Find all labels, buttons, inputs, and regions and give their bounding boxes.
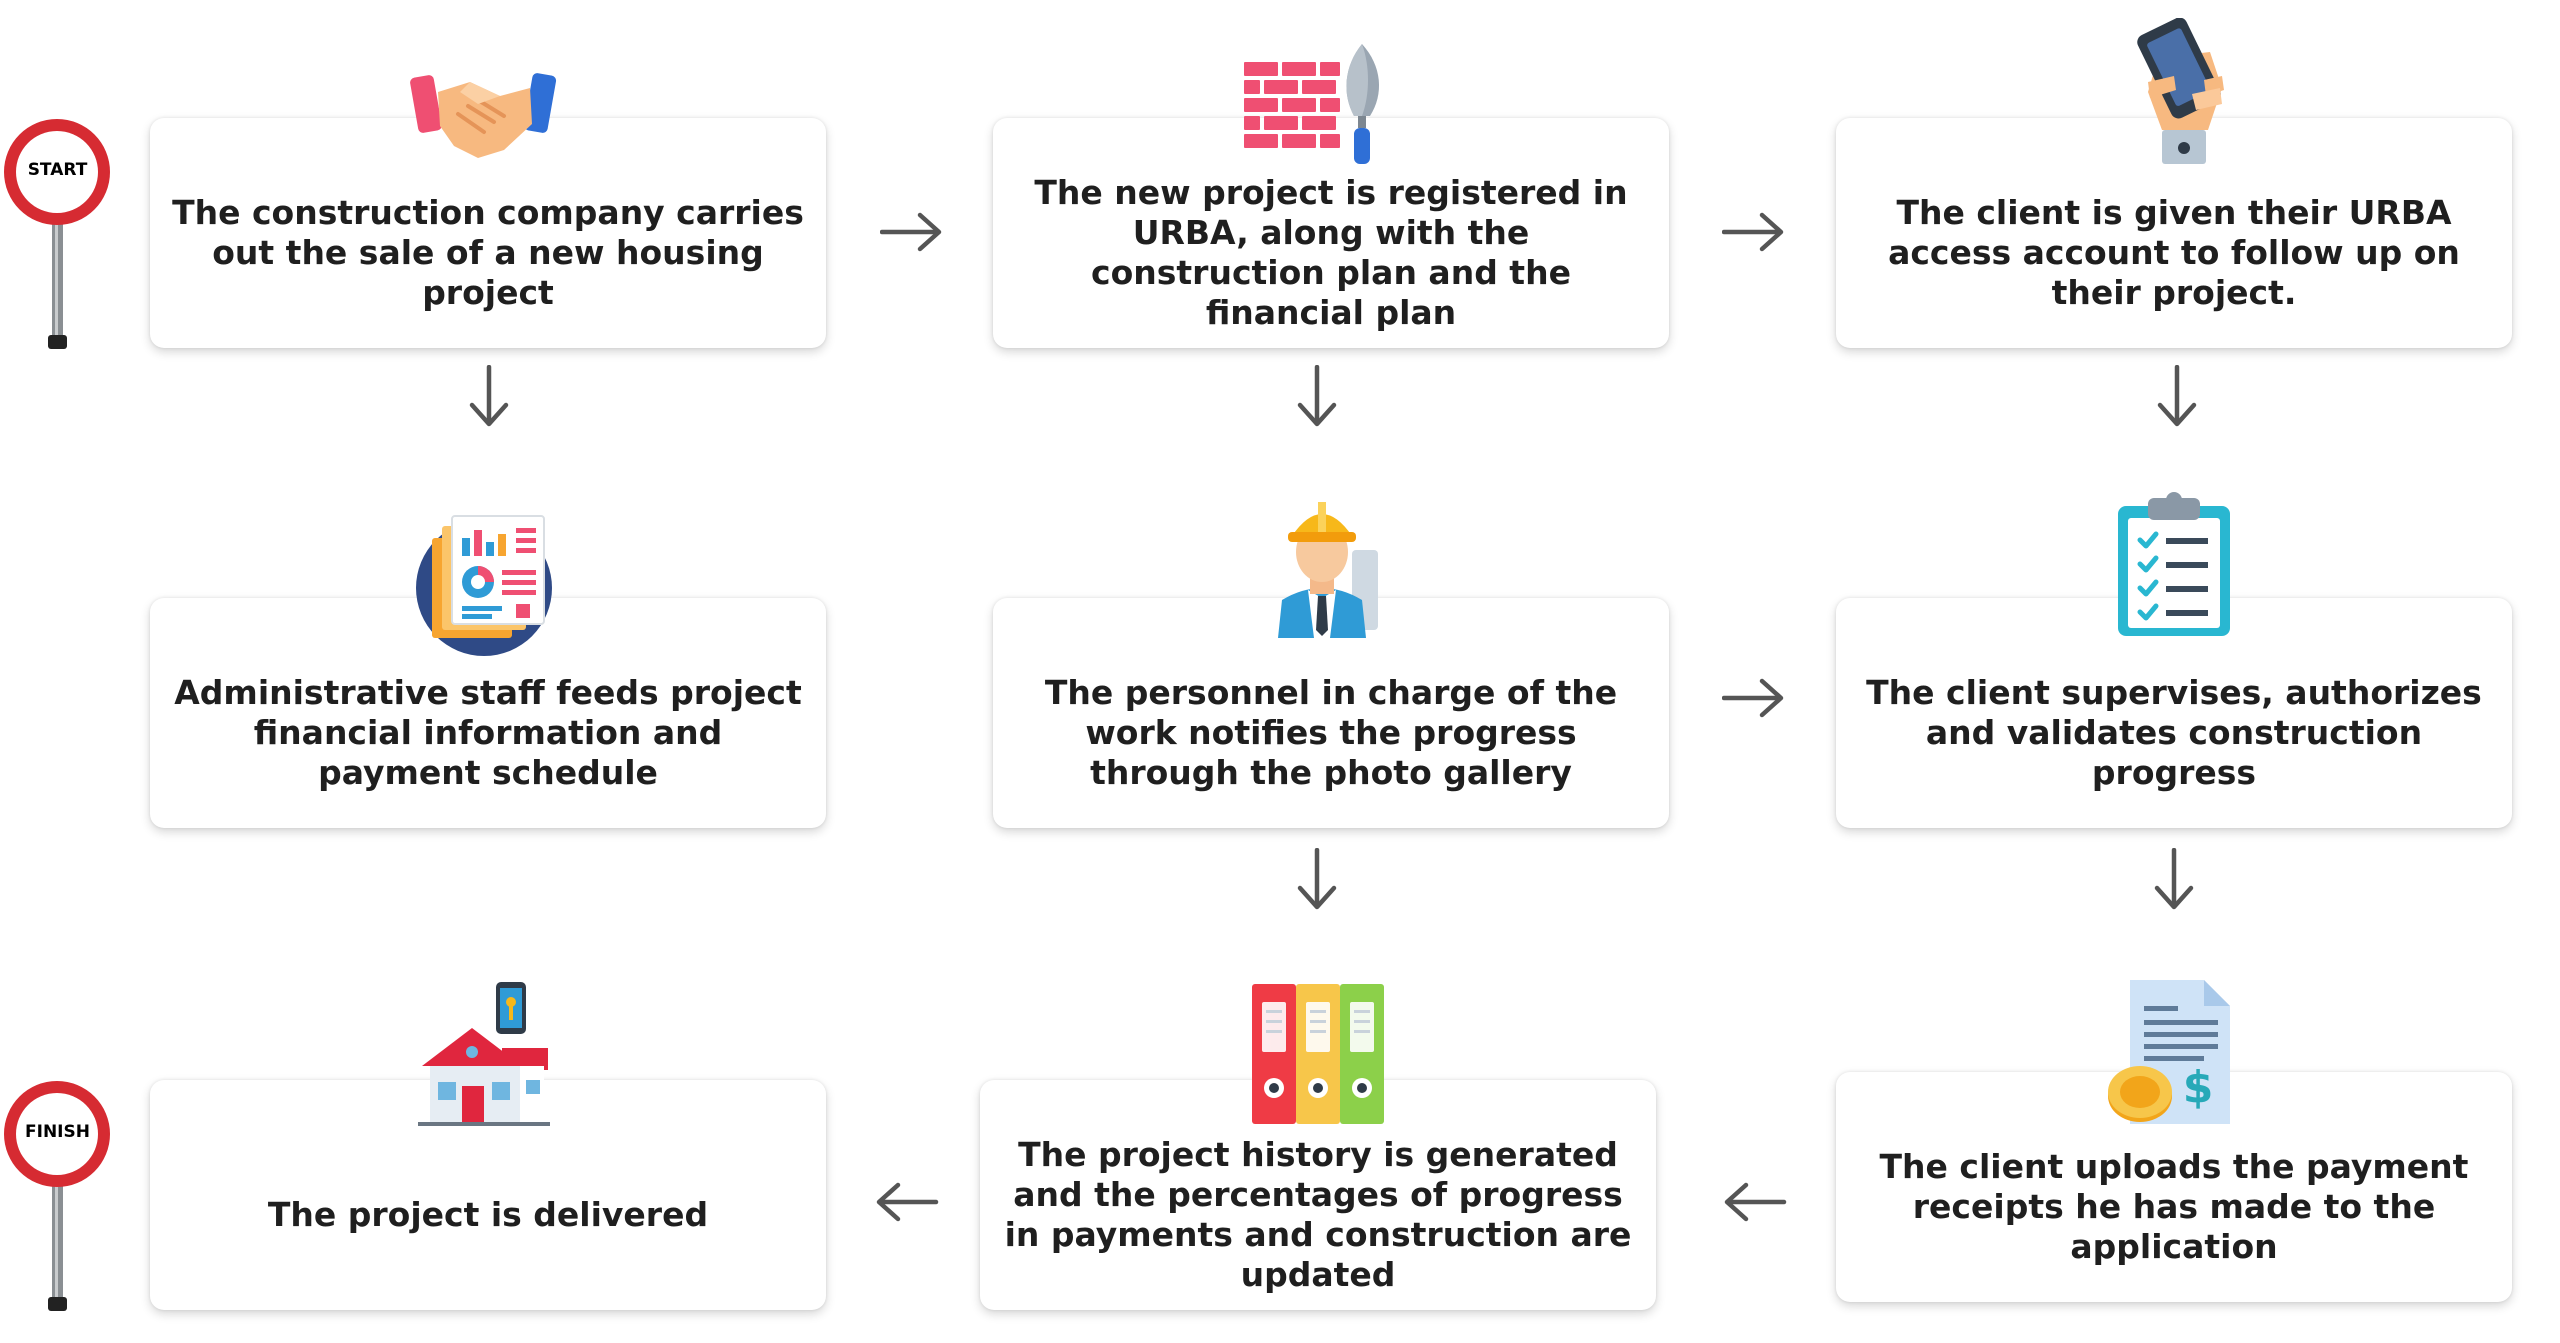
- step-text-uploads: The client uploads the payment receipts …: [1879, 1147, 2469, 1266]
- finish-label: FINISH: [25, 1122, 90, 1142]
- step-text-supervises: The client supervises, authorizes and va…: [1866, 673, 2482, 792]
- start-sign: START: [0, 115, 115, 355]
- construction-worker-icon: [1278, 502, 1378, 638]
- binders-icon: [1252, 984, 1384, 1124]
- step-text-access: The client is given their URBA access ac…: [1888, 193, 2460, 312]
- arrow-down-icon: [1295, 365, 1339, 429]
- step-card-supervises: The client supervises, authorizes and va…: [1836, 598, 2512, 828]
- step-card-history: The project history is generated and the…: [980, 1080, 1656, 1310]
- step-card-register: The new project is registered in URBA, a…: [993, 118, 1669, 348]
- step-text-history: The project history is generated and the…: [1004, 1135, 1632, 1294]
- start-label: START: [27, 160, 88, 180]
- brick-wall-trowel-icon: [1244, 44, 1380, 164]
- arrow-right-icon: [880, 210, 944, 254]
- hand-smartphone-icon: [2137, 18, 2224, 164]
- step-text-notifies: The personnel in charge of the work noti…: [1044, 673, 1618, 792]
- arrow-left-icon: [876, 1180, 940, 1224]
- house-key-icon: [418, 982, 550, 1126]
- step-text-feeds: Administrative staff feeds project finan…: [174, 673, 802, 792]
- arrow-right-icon: [1722, 210, 1786, 254]
- receipt-coin-icon: $: [2108, 980, 2230, 1124]
- step-card-sale: The construction company carries out the…: [150, 118, 826, 348]
- clipboard-checklist-icon: [2118, 492, 2230, 636]
- arrow-down-icon: [2152, 848, 2196, 912]
- arrow-down-icon: [2155, 365, 2199, 429]
- finish-sign: FINISH: [0, 1077, 115, 1317]
- financial-report-icon: [416, 515, 552, 656]
- arrow-down-icon: [467, 365, 511, 429]
- step-text-delivered: The project is delivered: [267, 1195, 709, 1234]
- arrow-left-icon: [1724, 1180, 1788, 1224]
- step-text-register: The new project is registered in URBA, a…: [1034, 173, 1628, 332]
- arrow-right-icon: [1722, 676, 1786, 720]
- step-text-sale: The construction company carries out the…: [172, 193, 804, 312]
- arrow-down-icon: [1295, 848, 1339, 912]
- step-card-access: The client is given their URBA access ac…: [1836, 118, 2512, 348]
- handshake-icon: [410, 73, 557, 158]
- svg-text:$: $: [2183, 1062, 2214, 1113]
